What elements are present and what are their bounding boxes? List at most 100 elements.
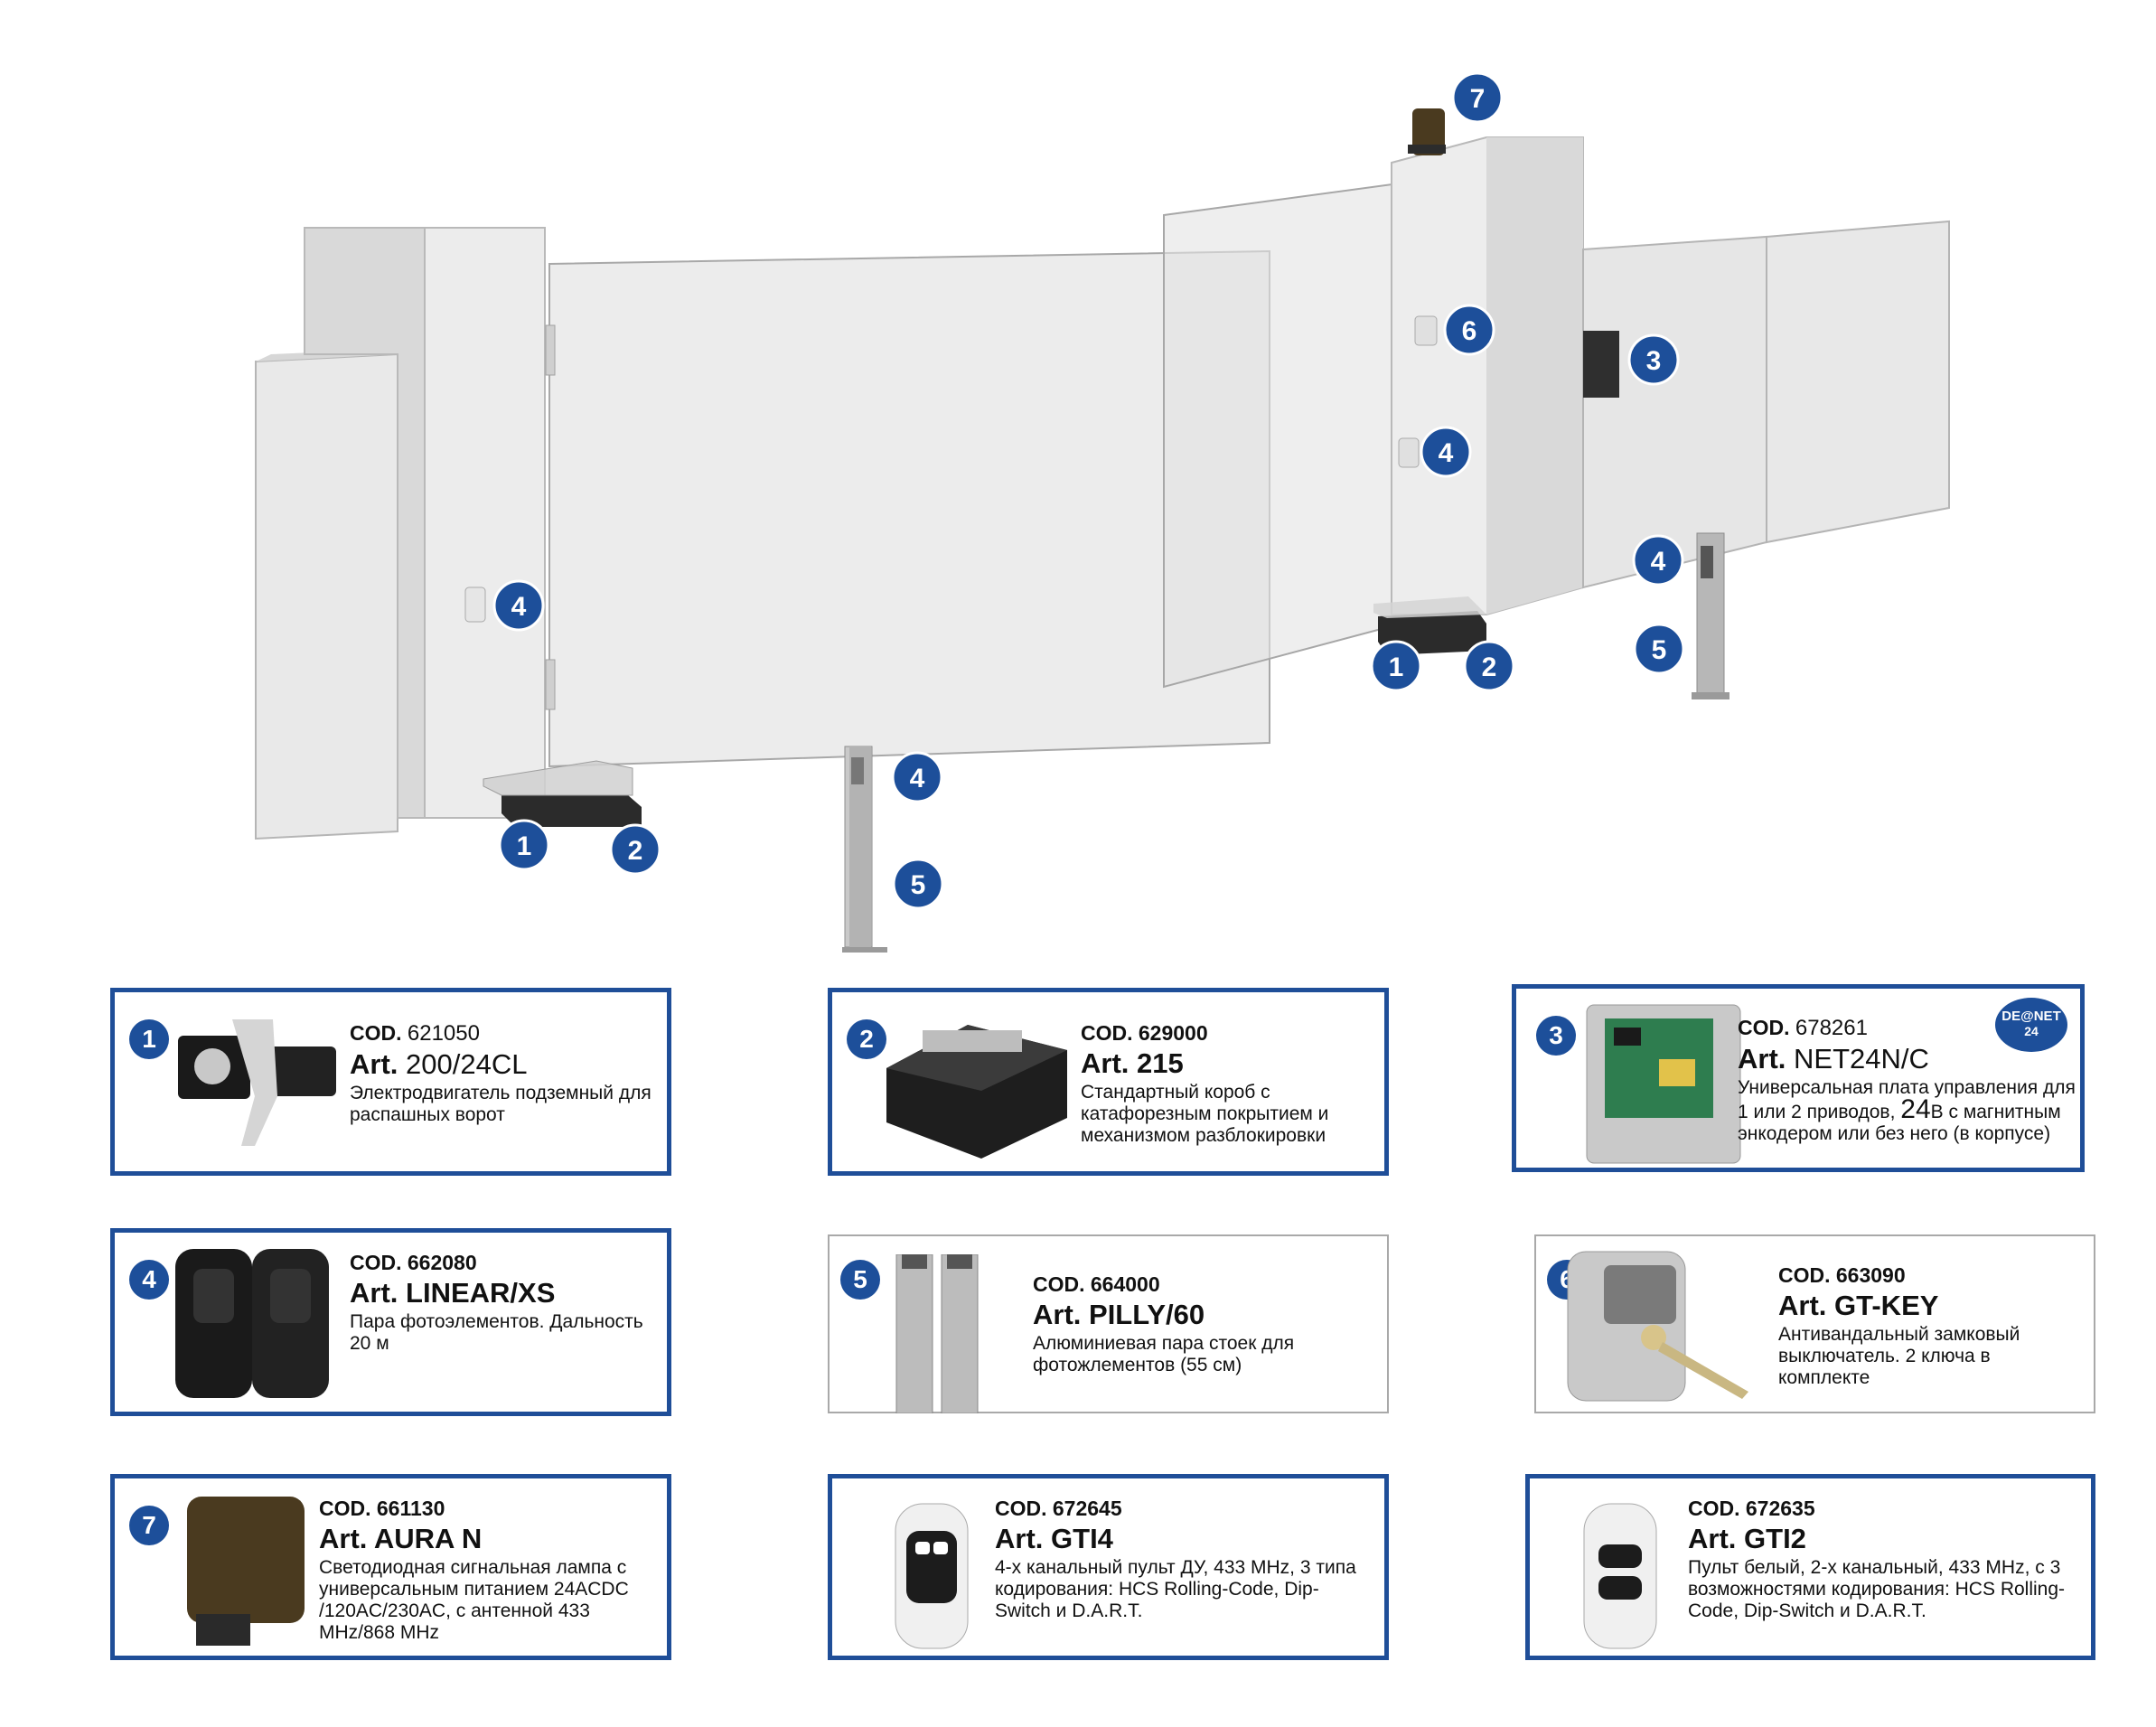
- svg-text:7: 7: [1470, 84, 1486, 114]
- cod-value: 621050: [407, 1021, 480, 1046]
- cod-value: 664000: [1090, 1272, 1160, 1296]
- callout-6: 6: [1443, 304, 1495, 356]
- product-card-4: 4 COD. 662080 Art. LINEAR/XS Пара фотоэл…: [110, 1228, 671, 1416]
- svg-text:6: 6: [1462, 316, 1477, 346]
- art-value: 215: [1137, 1047, 1184, 1079]
- art-value: GTI2: [1744, 1523, 1806, 1554]
- cod-label: COD.: [350, 1251, 402, 1274]
- art-value: 200/24CL: [406, 1048, 528, 1080]
- product-description: Стандартный короб с катафорезным покрыти…: [1081, 1082, 1329, 1146]
- cod-value: 661130: [376, 1497, 445, 1520]
- left-motor-box: [502, 795, 642, 827]
- product-card-7: 7 COD. 661130 Art. AURA N Светодиодная с…: [110, 1474, 671, 1660]
- badge-2: 2: [847, 1019, 886, 1059]
- product-card-6: 6 COD. 663090 Art. GT-KEY Антивандальный…: [1534, 1234, 2095, 1413]
- callout-4: 4: [891, 751, 943, 803]
- art-label: Art.: [995, 1523, 1044, 1554]
- callout-5: 5: [1633, 623, 1685, 675]
- callout-3: 3: [1627, 333, 1680, 386]
- art-label: Art.: [350, 1048, 398, 1080]
- photocells-image: [175, 1249, 329, 1398]
- product-card-2: 2 COD. 629000 Art. 215 Стандартный короб…: [828, 988, 1389, 1176]
- cod-value: 678261: [1795, 1016, 1868, 1040]
- svg-text:4: 4: [910, 764, 925, 793]
- flashing-lamp: [1412, 108, 1445, 155]
- svg-text:4: 4: [511, 592, 527, 622]
- svg-text:4: 4: [1651, 547, 1666, 577]
- product-card-1: 1 COD. 621050 Art. 200/24CL Электродвига…: [110, 988, 671, 1176]
- flashing-lamp-image: [187, 1497, 305, 1646]
- callout-1: 1: [498, 819, 550, 871]
- svg-text:1: 1: [1389, 652, 1404, 682]
- cod-value: 663090: [1835, 1263, 1906, 1287]
- scene-callouts: 7 6 3 4 4 5 1 2 4 1 2 4 5: [492, 71, 1685, 910]
- art-label: Art.: [350, 1277, 398, 1309]
- product-card-3: 3 COD. 678261 Art. NET24N/C Универсальна…: [1512, 984, 2085, 1172]
- art-label: Art.: [319, 1523, 368, 1554]
- badge-5: 5: [840, 1260, 880, 1300]
- product-description: Алюминиевая пара стоек для фотожлементов…: [1033, 1333, 1295, 1375]
- left-pillar-front: [424, 227, 546, 819]
- art-value: GTI4: [1051, 1523, 1113, 1554]
- remote-gti2-image: [1583, 1503, 1657, 1649]
- cod-label: COD.: [1688, 1497, 1740, 1520]
- art-value: NET24N/C: [1794, 1043, 1929, 1075]
- cod-value: 629000: [1138, 1021, 1208, 1045]
- key-switch-image: [1567, 1251, 1748, 1402]
- cod-label: COD.: [1033, 1272, 1085, 1296]
- key-switch: [1414, 315, 1438, 346]
- product-card-5: 5 COD. 664000 Art. PILLY/60 Алюминиевая …: [828, 1234, 1389, 1413]
- logo-text: DE@NET: [2001, 1009, 2061, 1024]
- art-label: Art.: [1738, 1043, 1786, 1075]
- art-label: Art.: [1778, 1290, 1827, 1321]
- svg-text:1: 1: [517, 831, 532, 861]
- badge-4: 4: [129, 1260, 169, 1300]
- svg-text:3: 3: [1646, 346, 1662, 376]
- left-photocell: [464, 587, 486, 623]
- left-gate-leaf: [548, 249, 1270, 768]
- desc-part-c: В с магнитным энкодером или без него (в …: [1738, 1102, 2061, 1144]
- art-value: AURA N: [373, 1523, 483, 1554]
- svg-text:5: 5: [911, 870, 926, 900]
- cod-label: COD.: [1778, 1263, 1831, 1287]
- logo-sub: 24: [2024, 1024, 2039, 1038]
- callout-5: 5: [892, 858, 944, 910]
- callout-4: 4: [1632, 534, 1684, 587]
- product-card-9: COD. 672635 Art. GTI2 Пульт белый, 2-х к…: [1525, 1474, 2095, 1660]
- art-label: Art.: [1688, 1523, 1737, 1554]
- gate-installation-diagram: 7 6 3 4 4 5 1 2 4 1 2 4 5: [255, 71, 1950, 953]
- callout-4: 4: [1420, 426, 1472, 478]
- control-box: [1583, 331, 1619, 398]
- art-value: GT-KEY: [1834, 1290, 1939, 1321]
- product-description: Универсальная плата управления для 1 или…: [1738, 1077, 2081, 1145]
- product-description: Светодиодная сигнальная лампа с универса…: [319, 1557, 629, 1643]
- badge-3: 3: [1536, 1016, 1576, 1056]
- posts-image: [895, 1254, 979, 1413]
- cod-label: COD.: [1081, 1021, 1133, 1045]
- right-wall: [1582, 235, 1767, 589]
- product-description: Электродвигатель подземный для распашных…: [350, 1083, 651, 1125]
- svg-text:5: 5: [1652, 635, 1667, 665]
- right-photocell: [1398, 437, 1420, 468]
- product-description: Антивандальный замковый выключатель. 2 к…: [1778, 1324, 2020, 1388]
- cod-label: COD.: [1738, 1016, 1790, 1039]
- product-description: Пульт белый, 2-х канальный, 433 MHz, с 3…: [1688, 1557, 2066, 1621]
- cod-value: 672645: [1052, 1497, 1122, 1520]
- product-card-8: COD. 672645 Art. GTI4 4-х канальный пуль…: [828, 1474, 1389, 1660]
- art-label: Art.: [1033, 1299, 1082, 1330]
- callout-2: 2: [1463, 640, 1515, 692]
- cod-label: COD.: [995, 1497, 1047, 1520]
- art-label: Art.: [1081, 1047, 1130, 1079]
- cod-value: 672635: [1745, 1497, 1815, 1520]
- art-value: PILLY/60: [1089, 1299, 1205, 1330]
- remote-gti4-image: [895, 1503, 969, 1649]
- cod-value: 662080: [407, 1251, 477, 1274]
- desc-voltage: 24: [1900, 1094, 1931, 1124]
- left-wall: [255, 352, 398, 840]
- art-value: LINEAR/XS: [406, 1277, 556, 1309]
- left-pillar-side: [304, 227, 426, 819]
- svg-text:2: 2: [628, 836, 643, 866]
- callout-1: 1: [1370, 640, 1422, 692]
- foundation-box-image: [886, 1025, 1067, 1159]
- deanet-logo: DE@NET 24: [1995, 998, 2067, 1052]
